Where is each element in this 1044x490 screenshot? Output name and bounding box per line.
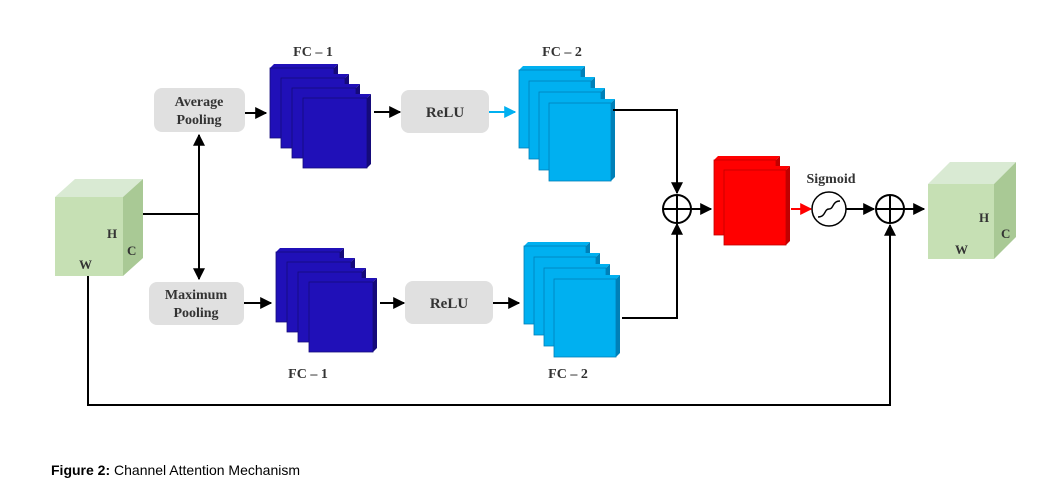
input-cube-top xyxy=(55,179,143,197)
fc2-bottom-stack xyxy=(523,242,620,358)
output-cube-top xyxy=(928,162,1016,184)
relu-bottom-label: ReLU xyxy=(430,296,468,312)
output-cube-front xyxy=(928,184,994,259)
merge-connectors xyxy=(613,109,683,319)
fc1-bottom-label: FC – 1 xyxy=(288,367,328,382)
maximum-pooling-box: Maximum Pooling xyxy=(149,282,244,325)
output-feature-cube: H C W xyxy=(928,162,1016,259)
input-cube-h-label: H xyxy=(107,226,117,241)
input-cube-c-label: C xyxy=(127,243,136,258)
figure-caption: Figure 2: Channel Attention Mechanism xyxy=(51,462,300,478)
relu-bottom-box: ReLU xyxy=(405,281,493,324)
average-pooling-box: Average Pooling xyxy=(154,88,245,132)
output-cube-h-label: H xyxy=(979,210,989,225)
relu-top-label: ReLU xyxy=(426,105,464,121)
fc2-bottom-layer-4 xyxy=(553,275,620,358)
caption-label: Figure 2: xyxy=(51,462,111,478)
avg-pool-line1: Average xyxy=(175,95,224,110)
fc1-top-layer-4 xyxy=(302,94,371,169)
output-cube-side xyxy=(994,162,1016,259)
fc1-bottom-stack xyxy=(275,248,377,353)
relu-top-box: ReLU xyxy=(401,90,489,133)
input-feature-cube: H C W xyxy=(55,179,143,276)
input-cube-front xyxy=(55,197,123,276)
sigmoid-icon xyxy=(811,191,847,227)
max-pool-line2: Pooling xyxy=(173,306,218,321)
sigmoid-label: Sigmoid xyxy=(806,172,855,187)
max-pool-line1: Maximum xyxy=(165,288,228,303)
attention-layer-2 xyxy=(723,166,790,246)
avg-pool-line2: Pooling xyxy=(176,113,221,128)
fc1-top-stack xyxy=(269,64,371,169)
elementwise-combine-icon xyxy=(875,194,905,224)
elementwise-add-icon xyxy=(662,194,692,224)
input-cube-w-label: W xyxy=(79,257,92,272)
input-cube-side xyxy=(123,179,143,276)
fc2-bottom-label: FC – 2 xyxy=(548,367,588,382)
fc1-top-label: FC – 1 xyxy=(293,45,333,60)
fc2-top-layer-4 xyxy=(548,99,615,182)
fc2-top-label: FC – 2 xyxy=(542,45,582,60)
caption-text: Channel Attention Mechanism xyxy=(114,462,301,478)
output-cube-c-label: C xyxy=(1001,226,1010,241)
fc2-top-stack xyxy=(518,66,615,182)
output-cube-w-label: W xyxy=(955,242,968,257)
input-branch-connectors xyxy=(143,133,205,281)
channel-attention-map xyxy=(713,156,790,246)
fc2-top-to-add xyxy=(613,109,683,195)
fc2-bottom-to-add xyxy=(622,222,683,319)
fc1-bottom-layer-4 xyxy=(308,278,377,353)
skip-connection xyxy=(87,223,896,406)
